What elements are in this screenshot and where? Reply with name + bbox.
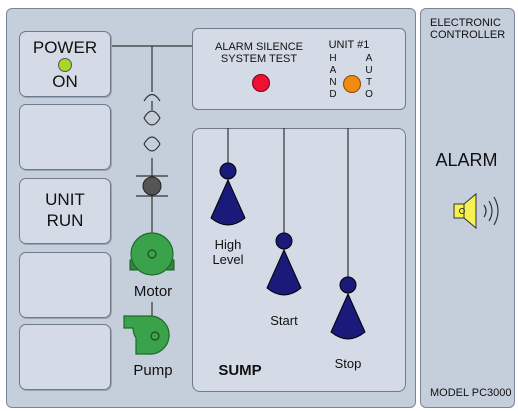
- unit-run-line1: UNIT: [45, 190, 85, 209]
- auto-letter: U: [365, 65, 373, 76]
- sump-label: SUMP: [218, 362, 262, 379]
- indicator-blank-3: [19, 324, 111, 390]
- float-start-label: Start: [270, 313, 298, 328]
- power-label: POWER: [32, 38, 98, 57]
- unit-run-indicator: UNIT RUN: [19, 178, 111, 244]
- pump-icon: [123, 315, 170, 355]
- indicator-blank-2: [19, 252, 111, 318]
- float-high-label-line2: Level: [212, 252, 244, 267]
- auto-letters: A U T O: [364, 53, 374, 101]
- pump-label: Pump: [133, 362, 173, 379]
- controller-title-line1: ELECTRONIC: [430, 17, 501, 29]
- hand-letter: N: [329, 77, 337, 88]
- power-status: ON: [52, 72, 78, 91]
- fuse-symbol-3: [143, 136, 161, 145]
- alarm-label: ALARM: [435, 150, 498, 170]
- breaker-symbol: [143, 93, 161, 102]
- fuse-symbol-4: [143, 143, 161, 152]
- alarm-silence-button[interactable]: [252, 74, 270, 92]
- controller-title-line2: CONTROLLER: [430, 29, 506, 41]
- alarm-control-box: ALARM SILENCE SYSTEM TEST UNIT #1 H A N …: [192, 28, 406, 110]
- motor-label: Motor: [133, 283, 173, 300]
- speaker-center: [459, 208, 465, 214]
- float-stop-label: Stop: [334, 356, 362, 371]
- hand-letter: A: [329, 65, 337, 76]
- auto-letter: O: [365, 89, 373, 100]
- hand-auto-selector[interactable]: [343, 75, 361, 93]
- auto-letter: A: [365, 53, 373, 64]
- fuse-symbol-2: [143, 117, 161, 126]
- hand-letters: H A N D: [328, 53, 338, 101]
- model-label: MODEL PC3000: [430, 387, 512, 399]
- motor-shaft-icon: [147, 249, 157, 259]
- auto-letter: T: [365, 77, 373, 88]
- speaker-icon[interactable]: [453, 192, 477, 230]
- float-high-label-line1: High: [214, 237, 242, 252]
- speaker-cone: [463, 192, 477, 230]
- fuse-symbol-1: [143, 110, 161, 119]
- system-test-label: SYSTEM TEST: [220, 53, 298, 65]
- indicator-blank-1: [19, 104, 111, 170]
- alarm-silence-label: ALARM SILENCE: [214, 41, 304, 53]
- power-led: [58, 58, 72, 72]
- contactor-icon: [142, 176, 162, 196]
- sound-wave-icon: [488, 200, 493, 222]
- motor-icon: [130, 232, 174, 276]
- power-indicator: POWER ON: [19, 31, 111, 97]
- pump-impeller-icon: [150, 331, 160, 341]
- float-stop-icon: [330, 292, 366, 340]
- sound-wave-icon: [493, 196, 499, 226]
- float-start-icon: [266, 248, 302, 296]
- hand-letter: D: [329, 89, 337, 100]
- float-high-icon: [210, 178, 246, 226]
- hand-letter: H: [329, 53, 337, 64]
- unit-run-line2: RUN: [46, 211, 84, 230]
- unit-number-label: UNIT #1: [328, 39, 370, 51]
- sound-wave-icon: [483, 204, 487, 218]
